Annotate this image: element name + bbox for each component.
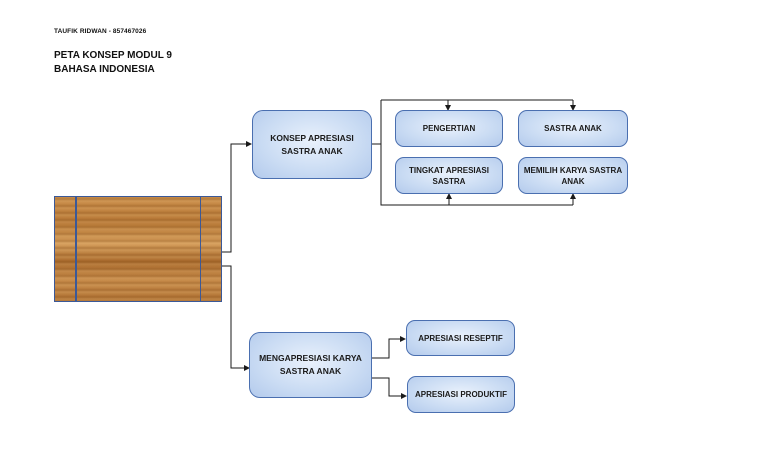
page-title: PETA KONSEP MODUL 9 BAHASA INDONESIA [54,49,172,77]
wood-divider-right [199,197,201,301]
bracket-frame [380,100,573,206]
wood-divider-left [75,197,77,301]
node-apresiasi-reseptif: APRESIASI RESEPTIF [406,320,515,356]
title-line-1: PETA KONSEP MODUL 9 [54,50,172,61]
title-line-2: BAHASA INDONESIA [54,64,155,75]
connector-to-konsep [222,141,252,253]
author-label: TAUFIK RIDWAN - 857467026 [54,28,147,35]
node-tingkat-apresiasi: TINGKAT APRESIASI SASTRA [395,157,503,194]
node-pengertian: PENGERTIAN [395,110,503,147]
node-sastra-anak: SASTRA ANAK [518,110,628,147]
node-konsep-apresiasi: KONSEP APRESIASI SASTRA ANAK [252,110,372,179]
central-wood-image [54,196,222,302]
connector-to-mengapresiasi [222,265,250,371]
node-apresiasi-produktif: APRESIASI PRODUKTIF [407,376,515,413]
node-mengapresiasi: MENGAPRESIASI KARYA SASTRA ANAK [249,332,372,398]
connector-to-reseptif [372,336,406,359]
connector-to-produktif [372,377,407,399]
node-memilih-karya: MEMILIH KARYA SASTRA ANAK [518,157,628,194]
